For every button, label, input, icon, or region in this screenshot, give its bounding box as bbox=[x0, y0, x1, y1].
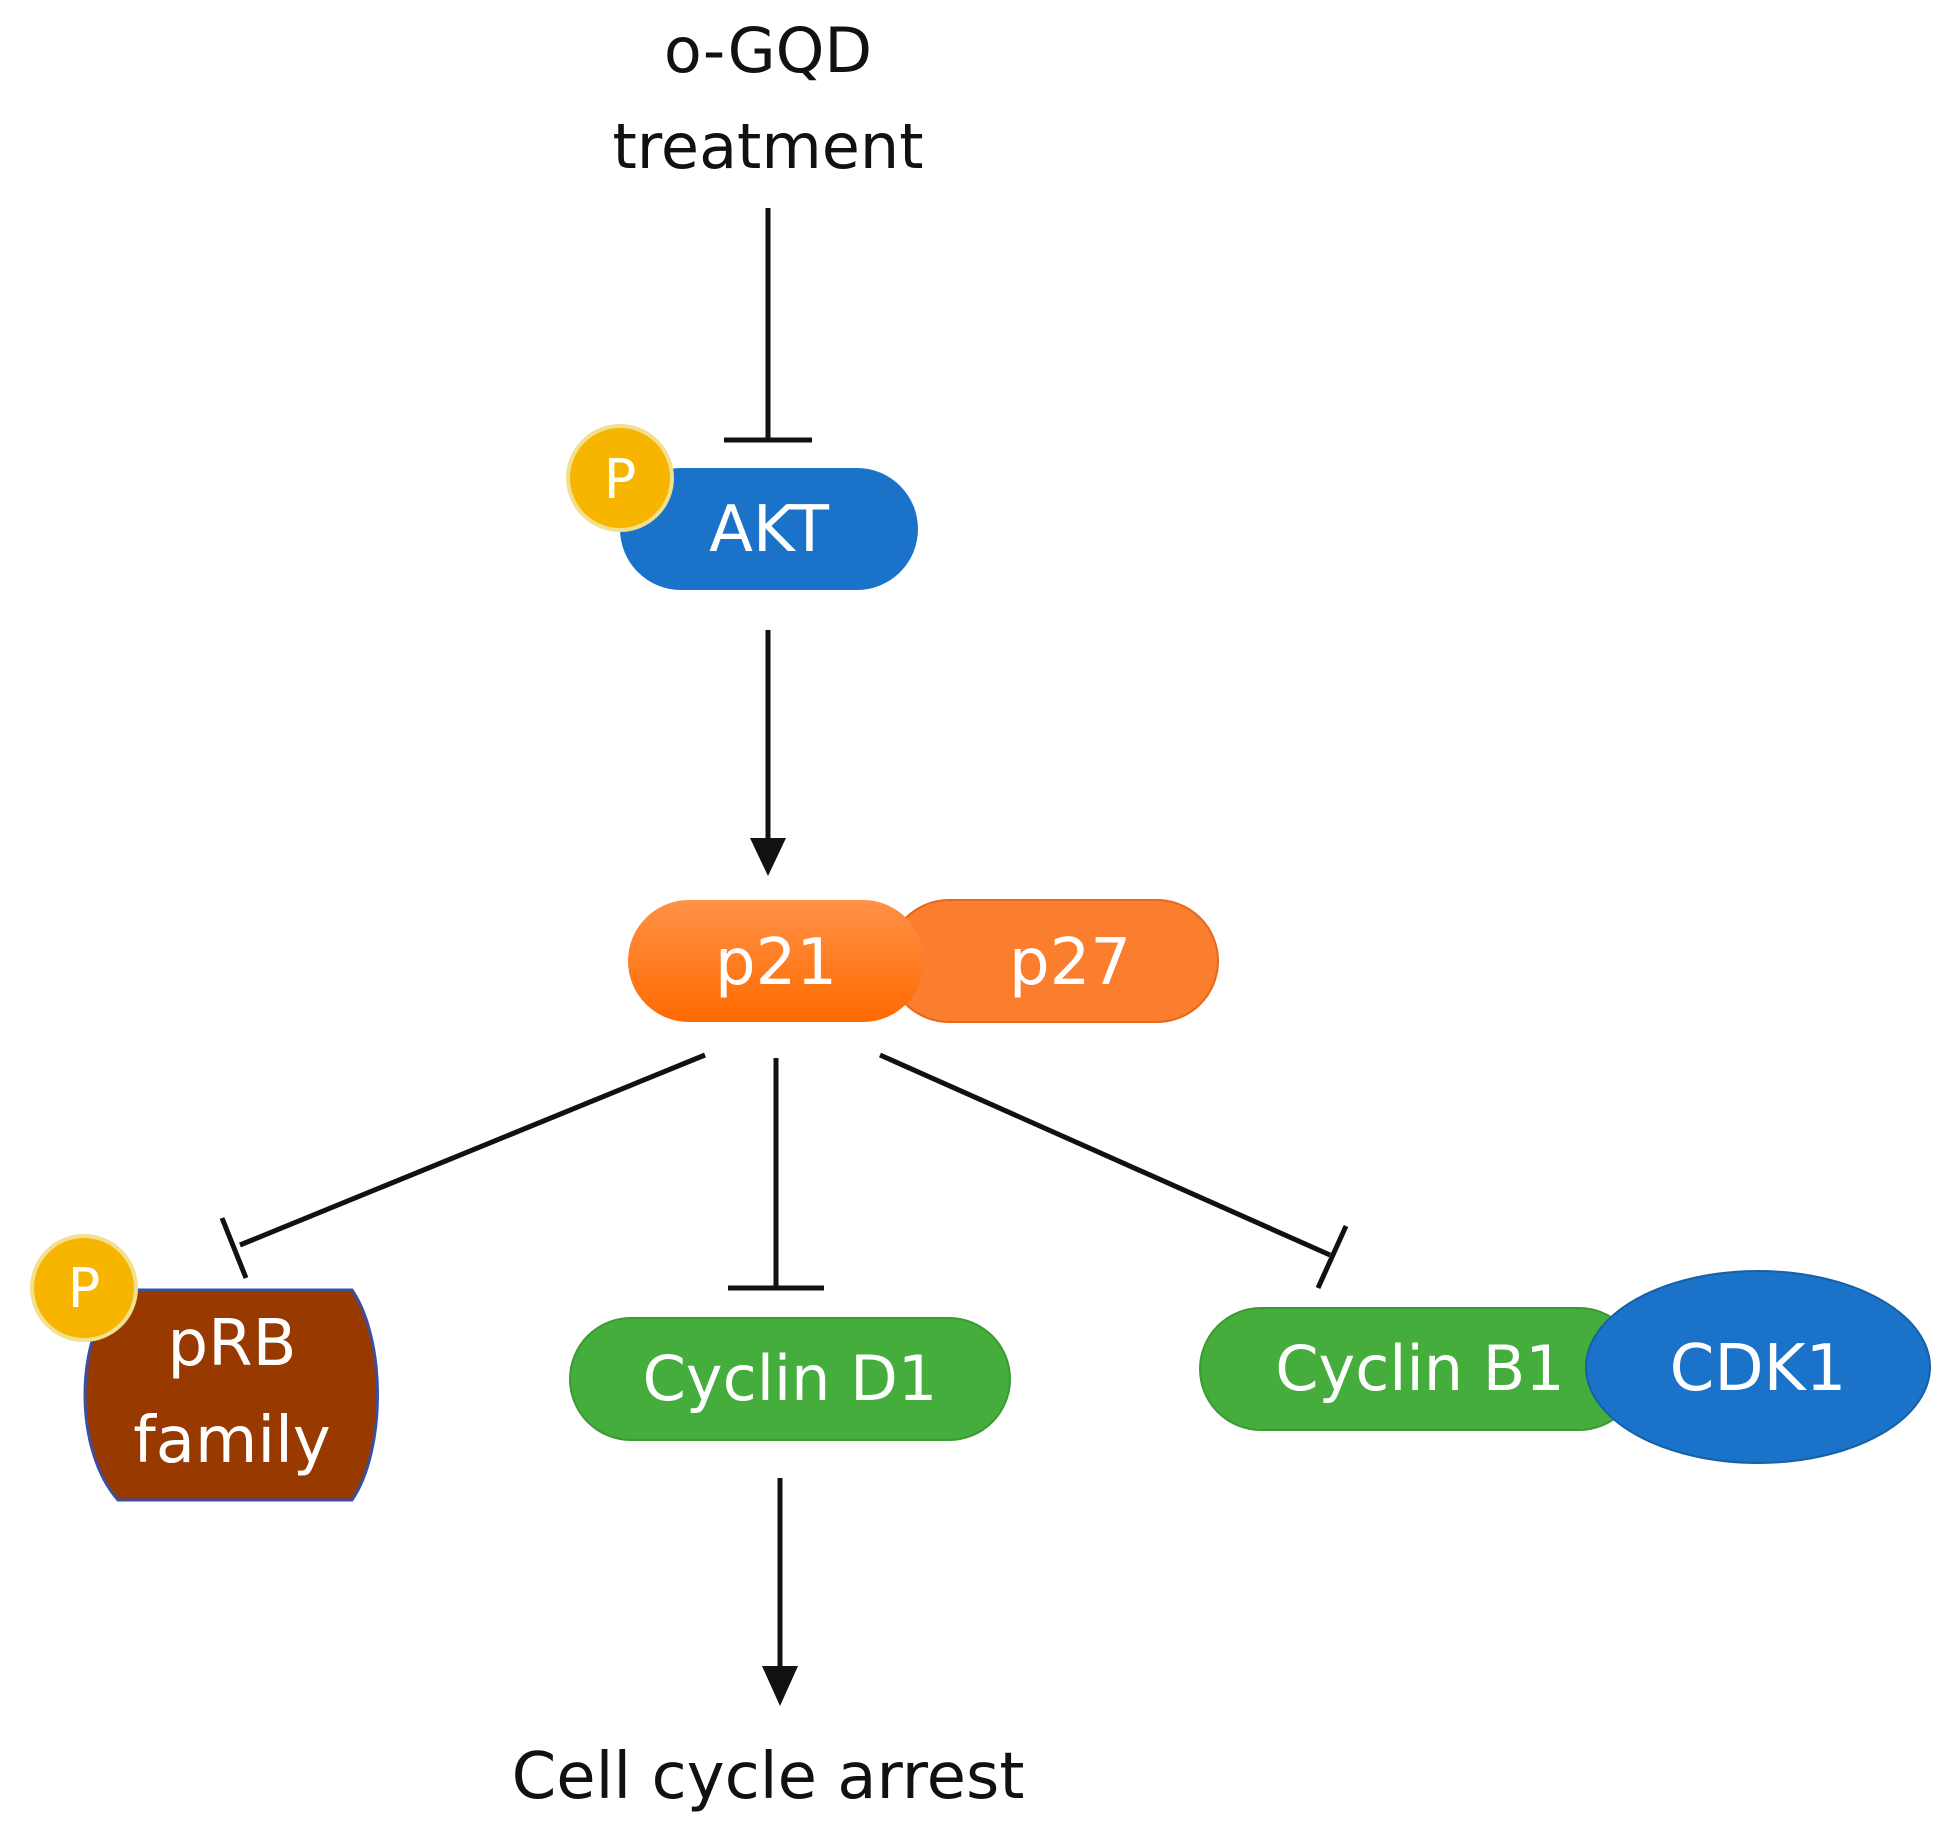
cyclin-d1-label: Cyclin D1 bbox=[643, 1342, 938, 1415]
p21-node: p21 bbox=[628, 900, 924, 1022]
prb-label-line2: family bbox=[133, 1404, 331, 1478]
edge-cyclin-d1-to-arrest-arrowhead bbox=[762, 1666, 798, 1706]
cyclin-b1-node: Cyclin B1 bbox=[1199, 1307, 1641, 1431]
akt-phospho-icon bbox=[566, 424, 674, 532]
outcome-label: Cell cycle arrest bbox=[512, 1740, 1025, 1814]
cdk1-label: CDK1 bbox=[1670, 1332, 1847, 1406]
p27-label: p27 bbox=[1009, 926, 1131, 1000]
prb-phospho-icon bbox=[30, 1234, 138, 1342]
cyclin-d1-shape bbox=[569, 1317, 1011, 1441]
p21-shape bbox=[628, 900, 924, 1022]
akt-shape bbox=[620, 468, 918, 590]
akt-label: AKT bbox=[709, 493, 830, 567]
cdk1-node: CDK1 bbox=[1585, 1270, 1931, 1464]
akt-node: AKT P bbox=[566, 424, 918, 590]
edge-p21-inhibits-cyclin-b1-bar bbox=[1315, 1224, 1349, 1290]
akt-phospho-label: P bbox=[604, 448, 637, 511]
cdk1-shape bbox=[1585, 1270, 1931, 1464]
edge-p21-inhibits-prb bbox=[239, 1052, 706, 1248]
p27-node: p27 bbox=[887, 899, 1219, 1023]
treatment-label-line2: treatment bbox=[612, 110, 923, 183]
treatment-label-line1: o-GQD bbox=[664, 14, 872, 87]
prb-phospho-label: P bbox=[68, 1257, 101, 1320]
cyclin-d1-node: Cyclin D1 bbox=[569, 1317, 1011, 1441]
prb-label-line1: pRB bbox=[168, 1307, 297, 1381]
edge-p21-inhibits-cyclin-b1 bbox=[878, 1052, 1332, 1258]
prb-shape bbox=[83, 1288, 379, 1502]
edge-akt-activates-p21-arrowhead bbox=[750, 838, 786, 876]
edge-p21-inhibits-prb-bar bbox=[219, 1217, 249, 1279]
p21-label: p21 bbox=[715, 926, 837, 1000]
prb-family-node: pRB family P bbox=[30, 1234, 379, 1502]
cyclin-b1-label: Cyclin B1 bbox=[1275, 1332, 1565, 1405]
